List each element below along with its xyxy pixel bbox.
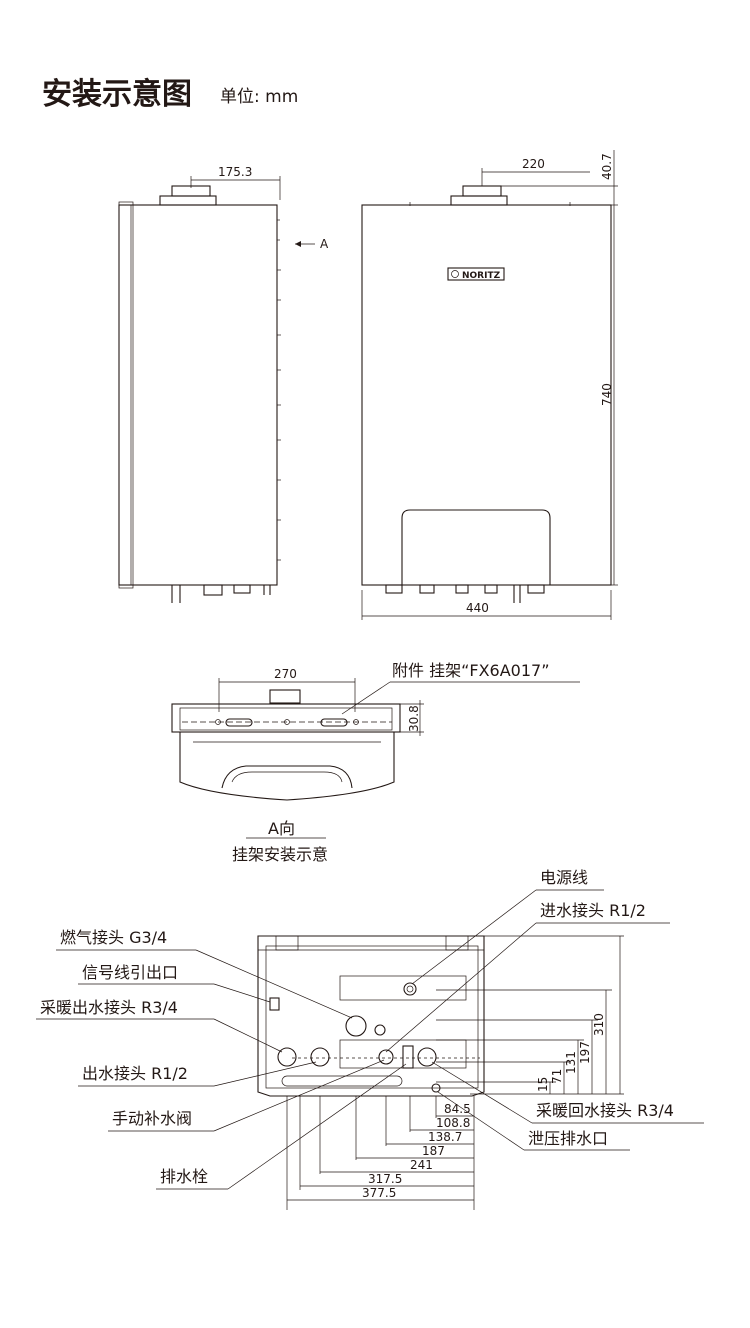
dim-v-15: 15 [536, 1077, 550, 1092]
brand-logo: NORITZ [462, 271, 501, 281]
label-gas-inlet: 燃气接头 G3/4 [60, 928, 167, 947]
unit-label: 单位: mm [220, 87, 298, 107]
label-heating-return: 采暖回水接头 R3/4 [536, 1101, 674, 1120]
side-dim-top: 175.3 [218, 165, 252, 179]
page-title: 安装示意图 [42, 77, 192, 112]
dim-h-241: 241 [410, 1158, 433, 1172]
bracket-view: 270 30.8 附件 挂架“FX6A017” A向 挂架安装示意 [171, 661, 580, 864]
dim-v-71: 71 [550, 1069, 564, 1084]
front-dim-width: 440 [466, 601, 489, 615]
bracket-caption-subtitle: 挂架安装示意 [232, 845, 328, 864]
bracket-dim-height: 30.8 [407, 705, 421, 732]
label-signal-outlet: 信号线引出口 [82, 963, 178, 982]
side-view: 175.3 A [118, 165, 329, 603]
label-heating-outlet: 采暖出水接头 R3/4 [40, 998, 178, 1017]
front-dim-height: 740 [600, 383, 614, 406]
view-arrow-label: A [320, 237, 329, 251]
dim-h-187: 187 [422, 1144, 445, 1158]
dim-v-131: 131 [564, 1051, 578, 1074]
label-manual-refill-valve: 手动补水阀 [112, 1109, 192, 1128]
dim-h-317-5: 317.5 [368, 1172, 402, 1186]
bottom-view: 15 71 131 197 310 84.5 108.8 138.7 187 2… [36, 868, 704, 1210]
label-pressure-relief: 泄压排水口 [528, 1129, 608, 1148]
accessory-label: 附件 挂架“FX6A017” [392, 661, 550, 680]
label-power-cable: 电源线 [540, 868, 588, 887]
front-dim-top: 220 [522, 157, 545, 171]
dim-v-310: 310 [592, 1013, 606, 1036]
front-view: NORITZ 220 40.7 740 [361, 150, 618, 620]
front-dim-top-right: 40.7 [600, 153, 614, 180]
dim-h-377-5: 377.5 [362, 1186, 396, 1200]
bracket-dim-width: 270 [274, 667, 297, 681]
dim-h-84-5: 84.5 [444, 1102, 471, 1116]
label-water-outlet: 出水接头 R1/2 [82, 1064, 188, 1083]
dim-h-108-8: 108.8 [436, 1116, 470, 1130]
label-water-inlet: 进水接头 R1/2 [540, 901, 646, 920]
dim-h-138-7: 138.7 [428, 1130, 462, 1144]
label-drain-plug: 排水栓 [160, 1167, 208, 1186]
bracket-caption-title: A向 [268, 819, 295, 838]
dim-v-197: 197 [578, 1041, 592, 1064]
